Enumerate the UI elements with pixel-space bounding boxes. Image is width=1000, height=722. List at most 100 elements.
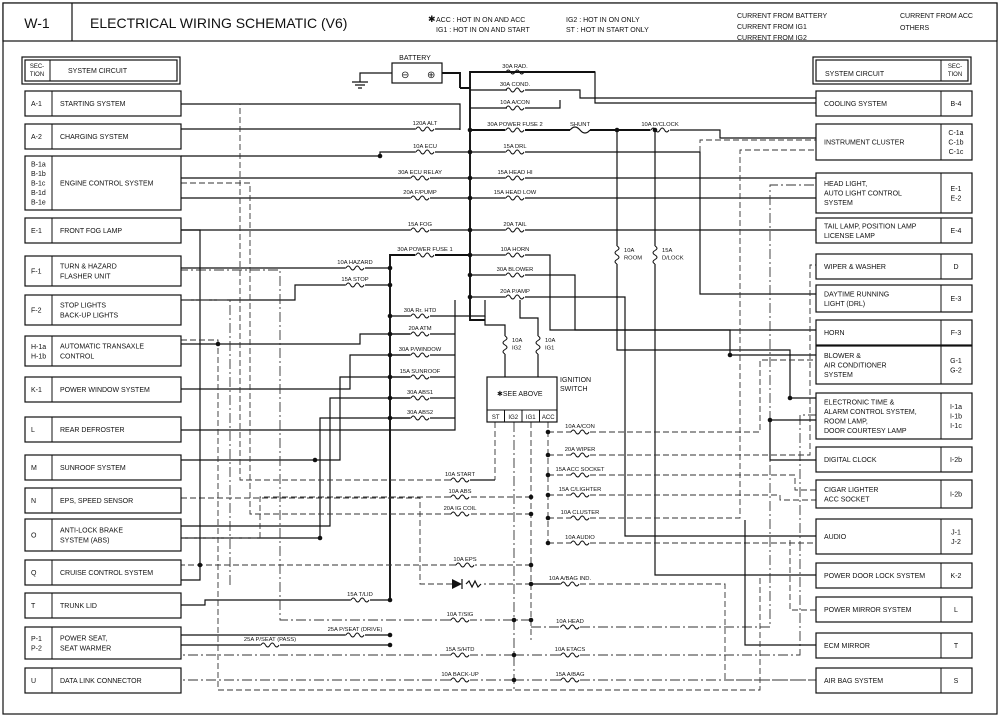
fuse-t-sig bbox=[450, 617, 470, 623]
right-system-name: AUTO LIGHT CONTROL bbox=[824, 191, 902, 198]
fuse-drl bbox=[505, 149, 525, 155]
left-system-name: AUTOMATIC TRANSAXLE bbox=[60, 344, 144, 351]
left-section-code: E-1 bbox=[31, 228, 42, 235]
left-section-code: H-1a bbox=[31, 344, 46, 351]
fuse-head bbox=[560, 624, 580, 630]
fuse-fpump bbox=[410, 195, 430, 201]
fuse-stop bbox=[345, 282, 365, 288]
left-section-code: U bbox=[31, 678, 36, 685]
fuse-power-fuse-1-label: 30A POWER FUSE 1 bbox=[397, 247, 452, 253]
left-system-box-13 bbox=[24, 559, 182, 586]
junction-dot bbox=[197, 562, 203, 568]
fuse-cond-label: 30A COND. bbox=[500, 82, 531, 88]
left-section-code: P-2 bbox=[31, 645, 42, 652]
ignition-terminal-label: IG1 bbox=[526, 415, 536, 421]
right-section-code: I-1b bbox=[950, 414, 962, 421]
fuse-cond bbox=[505, 87, 525, 93]
fuse-ig2-label: 10A bbox=[512, 338, 522, 344]
left-section-code: B-1b bbox=[31, 171, 46, 178]
shunt-label: SHUNT bbox=[570, 122, 590, 128]
cluster-feed bbox=[699, 139, 816, 152]
fuse-dclock bbox=[650, 127, 670, 133]
fuse-eps bbox=[455, 562, 475, 568]
fuse-sunroof-label: 15A SUNROOF bbox=[400, 369, 441, 375]
ignition-terminal-label: ACC bbox=[542, 415, 555, 421]
fuse-rad bbox=[505, 69, 525, 75]
right-system-name: INSTRUMENT CLUSTER bbox=[824, 140, 904, 147]
tsig-out bbox=[181, 269, 450, 621]
diode-icon bbox=[452, 579, 462, 589]
fuse-eps-label: 10A EPS bbox=[453, 557, 476, 563]
rad-to-cooling bbox=[525, 71, 816, 104]
rr-defrost-wire bbox=[181, 420, 456, 431]
left-section-code: B-1e bbox=[31, 200, 46, 207]
fuse-head-low bbox=[505, 195, 525, 201]
fuse-ig-coil-label: 20A IG COIL bbox=[444, 506, 478, 512]
left-system-name: STARTING SYSTEM bbox=[60, 101, 126, 108]
battery-box bbox=[391, 62, 443, 84]
left-system-box-4 bbox=[24, 217, 182, 244]
battery-minus-icon: ⊖ bbox=[401, 70, 409, 81]
right-section-code: E-1 bbox=[951, 186, 962, 193]
fuse-dlock-label: 15A bbox=[662, 248, 672, 254]
fuse-atm bbox=[410, 331, 430, 337]
cluster-out bbox=[600, 149, 816, 519]
fuse-a-bag-label: 15A A/BAG bbox=[555, 672, 584, 678]
right-system-name: DOOR COURTESY LAMP bbox=[824, 428, 907, 435]
ignition-title: IGNITION bbox=[560, 377, 591, 384]
junction-dot bbox=[215, 341, 221, 347]
left-system-name: SEAT WARMER bbox=[60, 646, 111, 653]
right-section-code: T bbox=[954, 643, 959, 650]
shunt-symbol bbox=[569, 126, 591, 134]
fuse-t-sig-label: 10A T/SIG bbox=[447, 612, 474, 618]
fuse-ig-coil bbox=[450, 511, 470, 517]
fuse-fpump-label: 20A F/PUMP bbox=[403, 190, 437, 196]
fuse-c-lighter-label: 15A C/LIGHTER bbox=[559, 487, 602, 493]
fuse-abs-label: 10A ABS bbox=[449, 489, 472, 495]
right-system-name: ELECTRONIC TIME & bbox=[824, 399, 895, 406]
fuse-abs1 bbox=[410, 395, 430, 401]
junction-dot bbox=[467, 195, 473, 201]
junction-dot bbox=[387, 642, 393, 648]
fuse-pseat-drive bbox=[345, 632, 365, 638]
junction-dot bbox=[528, 581, 534, 587]
right-header-inner bbox=[815, 59, 969, 82]
fuse-abs2 bbox=[410, 415, 430, 421]
fuse-hazard bbox=[345, 265, 365, 271]
left-system-name: TRUNK LID bbox=[60, 603, 97, 610]
junction-dot bbox=[467, 294, 473, 300]
left-system-box-10 bbox=[24, 454, 182, 481]
junction-dot bbox=[545, 452, 551, 458]
right-system-box-3 bbox=[815, 172, 973, 214]
box-layer bbox=[2, 2, 998, 694]
right-section-code: G-2 bbox=[950, 367, 962, 374]
fuse-audio bbox=[570, 540, 590, 546]
left-system-box-7 bbox=[24, 335, 182, 367]
left-system-name: FLASHER UNIT bbox=[60, 274, 111, 281]
junction-dot bbox=[545, 472, 551, 478]
right-system-box-10 bbox=[815, 446, 973, 473]
fuse-s-htd-label: 15A S/HTD bbox=[446, 647, 475, 653]
junction-dot bbox=[528, 494, 534, 500]
fuse-horn bbox=[505, 252, 525, 258]
left-header-title: SYSTEM CIRCUIT bbox=[68, 68, 128, 75]
left-system-box-6 bbox=[24, 294, 182, 326]
fuse-start-label: 10A START bbox=[445, 472, 476, 478]
right-system-name: ECM MIRROR bbox=[824, 643, 870, 650]
left-header-section: SEC- bbox=[30, 64, 44, 70]
note-ig2: IG2 : HOT IN ON ONLY bbox=[566, 17, 640, 24]
left-system-name: CRUISE CONTROL SYSTEM bbox=[60, 570, 153, 577]
fuse-t-lid-label: 15A T/LID bbox=[347, 592, 373, 598]
left-section-code: L bbox=[31, 427, 35, 434]
right-section-code: C-1a bbox=[948, 130, 963, 137]
legend-ig2: CURRENT FROM IG2 bbox=[737, 35, 807, 42]
legend-others: OTHERS bbox=[900, 25, 930, 32]
right-header-section: SEC- bbox=[948, 64, 962, 70]
left-section-code: O bbox=[31, 533, 37, 540]
fuse-start bbox=[450, 477, 470, 483]
junction-dot bbox=[467, 272, 473, 278]
fuse-wiper bbox=[570, 452, 590, 458]
fuse-tail bbox=[505, 227, 525, 233]
pf1-bus bbox=[389, 254, 415, 600]
left-system-box-8 bbox=[24, 376, 182, 403]
